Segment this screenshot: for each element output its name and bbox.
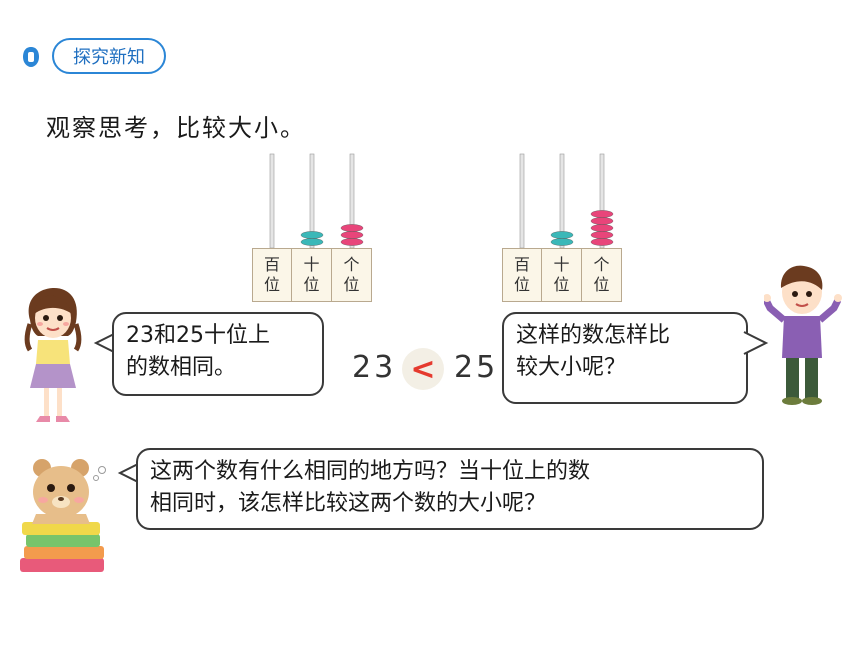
abacus-right: 百位 十位 个位 bbox=[502, 152, 626, 304]
place-tens: 十位 bbox=[292, 248, 332, 302]
abacus-bead-ones bbox=[590, 210, 614, 218]
abacus-bead-ones bbox=[340, 238, 364, 246]
abacus-bead-ones bbox=[340, 224, 364, 232]
comparison-symbol-badge: < bbox=[402, 348, 444, 390]
section-tag-label: 探究新知 bbox=[73, 47, 145, 68]
abacus-bead-tens bbox=[300, 238, 324, 246]
section-tag: 探究新知 bbox=[52, 38, 166, 74]
place-hundreds: 百位 bbox=[252, 248, 292, 302]
abacus-bead-ones bbox=[590, 224, 614, 232]
abacus-bead-ones bbox=[590, 217, 614, 225]
number-right: 25 bbox=[454, 350, 499, 385]
number-left: 23 bbox=[352, 350, 397, 385]
abacus-bead-tens bbox=[550, 231, 574, 239]
less-than-symbol: < bbox=[410, 351, 436, 387]
abacus-bead-ones bbox=[340, 231, 364, 239]
place-ones: 个位 bbox=[582, 248, 622, 302]
place-tens: 十位 bbox=[542, 248, 582, 302]
abacus-bead-ones bbox=[590, 231, 614, 239]
abacus-bead-tens bbox=[550, 238, 574, 246]
abacus-left-rods bbox=[269, 153, 364, 248]
boy-speech-bubble: 这样的数怎样比 较大小呢？ bbox=[502, 312, 748, 404]
abacus-bead-ones bbox=[590, 238, 614, 246]
bear-character-icon bbox=[20, 459, 106, 572]
place-ones: 个位 bbox=[332, 248, 372, 302]
girl-character-icon bbox=[24, 288, 82, 422]
bear-speech-bubble: 这两个数有什么相同的地方吗？当十位上的数 相同时，该怎样比较这两个数的大小呢？ bbox=[136, 448, 764, 530]
abacus-left: 百位 十位 个位 bbox=[252, 152, 376, 304]
abacus-right-rods bbox=[519, 153, 614, 248]
girl-speech-bubble: 23和25十位上 的数相同。 bbox=[112, 312, 324, 396]
boy-bubble-tail bbox=[743, 331, 769, 355]
boy-character-icon bbox=[764, 265, 842, 405]
task-heading: 观察思考，比较大小。 bbox=[46, 114, 306, 142]
abacus-bead-tens bbox=[300, 231, 324, 239]
place-hundreds: 百位 bbox=[502, 248, 542, 302]
section-marker-icon bbox=[23, 47, 39, 67]
